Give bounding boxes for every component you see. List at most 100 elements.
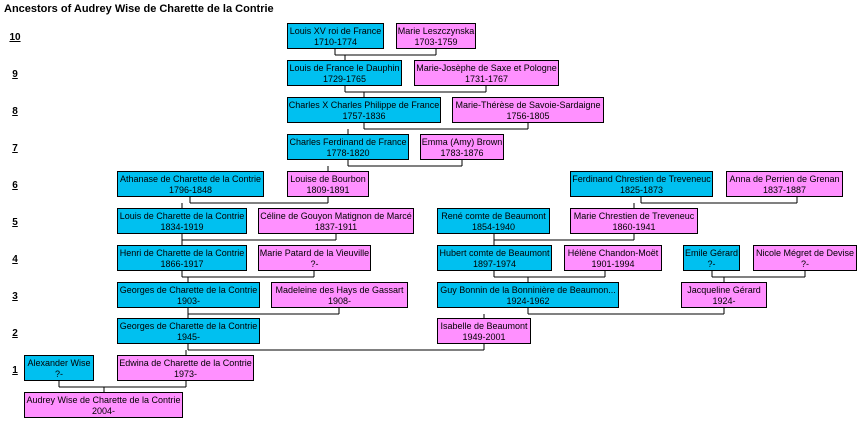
generation-label-10[interactable]: 10 xyxy=(9,32,21,43)
person-name: Marie-Thérèse de Savoie-Sardaigne xyxy=(455,100,601,110)
person-box-alexander-wise[interactable]: Alexander Wise ?- xyxy=(24,355,94,381)
generation-label-6[interactable]: 6 xyxy=(12,180,18,191)
person-name: Hubert comte de Beaumont xyxy=(439,248,550,258)
person-dates: 1703-1759 xyxy=(414,37,458,47)
person-dates: ?- xyxy=(707,259,716,269)
person-dates: 1908- xyxy=(327,296,352,306)
generation-label-2[interactable]: 2 xyxy=(12,328,18,339)
person-box-celine-gouyon[interactable]: Céline de Gouyon Matignon de Marcé 1837-… xyxy=(258,208,414,234)
person-name: Charles Ferdinand de France xyxy=(289,137,407,147)
person-name: Marie-Josèphe de Saxe et Pologne xyxy=(416,63,557,73)
person-box-guy-bonnin[interactable]: Guy Bonnin de la Bonninière de Beaumon..… xyxy=(437,282,619,308)
person-box-marie-leszczynska[interactable]: Marie Leszczynska 1703-1759 xyxy=(396,23,476,49)
page-title: Ancestors of Audrey Wise de Charette de … xyxy=(4,3,274,15)
person-box-hubert[interactable]: Hubert comte de Beaumont 1897-1974 xyxy=(437,245,552,271)
person-box-athanase[interactable]: Athanase de Charette de la Contrie 1796-… xyxy=(117,171,264,197)
person-dates: 1783-1876 xyxy=(440,148,484,158)
person-name: Céline de Gouyon Matignon de Marcé xyxy=(260,211,412,221)
person-name: Louis XV roi de France xyxy=(289,26,382,36)
person-box-anna-grenan[interactable]: Anna de Perrien de Grenan 1837-1887 xyxy=(726,171,843,197)
person-box-isabelle[interactable]: Isabelle de Beaumont 1949-2001 xyxy=(437,318,531,344)
person-dates: 1710-1774 xyxy=(313,37,358,47)
person-dates: 1897-1974 xyxy=(472,259,517,269)
person-name: Hélène Chandon-Moët xyxy=(567,248,659,258)
person-name: Athanase de Charette de la Contrie xyxy=(119,174,262,184)
person-box-henri[interactable]: Henri de Charette de la Contrie 1866-191… xyxy=(117,245,247,271)
generation-label-7[interactable]: 7 xyxy=(12,143,18,154)
person-dates: 1924-1962 xyxy=(506,296,550,306)
person-name: Nicole Mégret de Devise xyxy=(755,248,855,258)
person-box-louise-bourbon[interactable]: Louise de Bourbon 1809-1891 xyxy=(287,171,369,197)
person-dates: 1949-2001 xyxy=(462,332,506,342)
person-dates: 1901-1994 xyxy=(591,259,635,269)
person-box-rene-beaumont[interactable]: René comte de Beaumont 1854-1940 xyxy=(437,208,550,234)
person-name: Marie Patard de la Vieuville xyxy=(259,248,370,258)
person-name: Anna de Perrien de Grenan xyxy=(729,174,840,184)
person-dates: 1837-1887 xyxy=(762,185,807,195)
person-box-ferdinand-treveneuc[interactable]: Ferdinand Chrestien de Treveneuc 1825-18… xyxy=(570,171,713,197)
generation-label-3[interactable]: 3 xyxy=(12,291,18,302)
person-dates: 1945- xyxy=(176,332,201,342)
generation-label-8[interactable]: 8 xyxy=(12,106,18,117)
person-dates: 1903- xyxy=(176,296,201,306)
person-name: Alexander Wise xyxy=(27,358,91,368)
person-dates: 2004- xyxy=(91,406,116,416)
person-dates: 1796-1848 xyxy=(168,185,213,195)
person-name: Henri de Charette de la Contrie xyxy=(119,248,245,258)
person-name: Marie Leszczynska xyxy=(397,26,475,36)
person-name: Georges de Charette de la Contrie xyxy=(119,285,258,295)
person-box-louis-xv[interactable]: Louis XV roi de France 1710-1774 xyxy=(287,23,384,49)
generation-label-5[interactable]: 5 xyxy=(12,217,18,228)
person-dates: 1834-1919 xyxy=(160,222,204,232)
person-name: Isabelle de Beaumont xyxy=(440,321,528,331)
generation-label-9[interactable]: 9 xyxy=(12,69,18,80)
person-box-louis-charette[interactable]: Louis de Charette de la Contrie 1834-191… xyxy=(117,208,247,234)
generation-label-4[interactable]: 4 xyxy=(12,254,18,265)
person-dates: ?- xyxy=(800,259,809,269)
person-name: Georges de Charette de la Contrie xyxy=(119,321,258,331)
person-dates: 1729-1765 xyxy=(322,74,367,84)
person-dates: 1757-1836 xyxy=(342,111,386,121)
person-box-madeleine[interactable]: Madeleine des Hays de Gassart 1908- xyxy=(271,282,408,308)
person-name: Emile Gérard xyxy=(684,248,738,258)
person-box-nicole[interactable]: Nicole Mégret de Devise ?- xyxy=(753,245,857,271)
person-box-marie-therese[interactable]: Marie-Thérèse de Savoie-Sardaigne 1756-1… xyxy=(452,97,604,123)
person-name: Marie Chrestien de Treveneuc xyxy=(573,211,695,221)
person-name: Charles X Charles Philippe de France xyxy=(288,100,440,110)
person-name: Louis de Charette de la Contrie xyxy=(119,211,245,221)
person-box-emma-brown[interactable]: Emma (Amy) Brown 1783-1876 xyxy=(420,134,504,160)
person-name: Madeleine des Hays de Gassart xyxy=(275,285,404,295)
person-dates: 1837-1911 xyxy=(314,222,358,232)
person-box-marie-treveneuc[interactable]: Marie Chrestien de Treveneuc 1860-1941 xyxy=(570,208,698,234)
person-dates: 1854-1940 xyxy=(471,222,516,232)
person-dates: 1756-1805 xyxy=(506,111,550,121)
person-box-helene[interactable]: Hélène Chandon-Moët 1901-1994 xyxy=(564,245,662,271)
person-name: Jacqueline Gérard xyxy=(687,285,761,295)
generation-label-1[interactable]: 1 xyxy=(12,365,18,376)
person-dates: ?- xyxy=(310,259,319,269)
person-dates: 1866-1917 xyxy=(160,259,204,269)
person-dates: ?- xyxy=(54,369,63,379)
person-dates: 1809-1891 xyxy=(306,185,350,195)
person-box-edwina[interactable]: Edwina de Charette de la Contrie 1973- xyxy=(117,355,254,381)
person-dates: 1778-1820 xyxy=(326,148,370,158)
person-name: Guy Bonnin de la Bonninière de Beaumon..… xyxy=(440,285,616,295)
person-name: Ferdinand Chrestien de Treveneuc xyxy=(572,174,711,184)
person-name: René comte de Beaumont xyxy=(441,211,546,221)
person-box-charles-ferdinand[interactable]: Charles Ferdinand de France 1778-1820 xyxy=(287,134,409,160)
person-box-marie-patard[interactable]: Marie Patard de la Vieuville ?- xyxy=(258,245,371,271)
person-dates: 1825-1873 xyxy=(619,185,664,195)
person-box-audrey-wise[interactable]: Audrey Wise de Charette de la Contrie 20… xyxy=(24,392,183,418)
person-box-georges-1945[interactable]: Georges de Charette de la Contrie 1945- xyxy=(117,318,260,344)
person-box-georges-1903[interactable]: Georges de Charette de la Contrie 1903- xyxy=(117,282,260,308)
person-dates: 1731-1767 xyxy=(464,74,509,84)
person-dates: 1924- xyxy=(712,296,736,306)
person-box-charles-x[interactable]: Charles X Charles Philippe de France 175… xyxy=(287,97,441,123)
person-name: Edwina de Charette de la Contrie xyxy=(119,358,252,368)
person-box-emile[interactable]: Emile Gérard ?- xyxy=(683,245,740,271)
person-box-louis-dauphin[interactable]: Louis de France le Dauphin 1729-1765 xyxy=(287,60,402,86)
person-box-marie-josephe[interactable]: Marie-Josèphe de Saxe et Pologne 1731-17… xyxy=(414,60,559,86)
person-box-jacqueline[interactable]: Jacqueline Gérard 1924- xyxy=(681,282,767,308)
person-name: Louise de Bourbon xyxy=(290,174,366,184)
